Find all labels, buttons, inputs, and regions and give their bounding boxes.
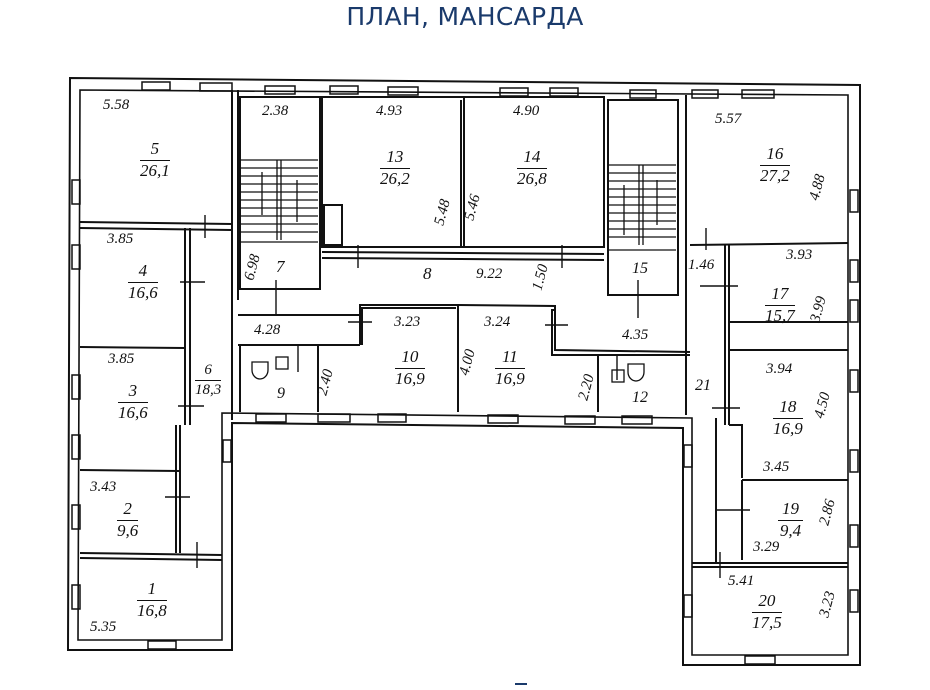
dim-corr21-width: 1.46	[688, 257, 715, 273]
dim-r2-width: 3.43	[90, 479, 117, 495]
dim-r5-width: 5.58	[103, 97, 130, 113]
room-15-label: 15	[632, 260, 648, 277]
dim-r18-width: 3.94	[766, 361, 793, 377]
dim-r17-width: 3.93	[786, 247, 813, 263]
dim-r10-width: 3.23	[394, 314, 421, 330]
dim-r20-width: 5.41	[728, 573, 755, 589]
dim-r3-width: 3.85	[108, 351, 135, 367]
room-21-label: 21	[695, 377, 711, 394]
room-9-label: 9	[277, 385, 285, 402]
dim-r1-width: 5.35	[90, 619, 117, 635]
dim-r16-width: 5.57	[715, 111, 742, 127]
room-12-label: 12	[632, 389, 648, 406]
plan-title: ПЛАН, МАНСАРДА	[346, 2, 584, 31]
room-8-label: 8	[423, 264, 432, 283]
partial-caption-mark	[515, 683, 527, 688]
dim-r11-width: 3.24	[484, 314, 511, 330]
dim-hall-right: 4.35	[622, 327, 649, 343]
dim-hall-left: 4.28	[254, 322, 281, 338]
dim-r4-width: 3.85	[107, 231, 134, 247]
dim-r19-width: 3.29	[753, 539, 780, 555]
room-7-label: 7	[276, 257, 285, 276]
dim-r18-bottom: 3.45	[763, 459, 790, 475]
dim-corridor8-len: 9.22	[476, 266, 503, 282]
dim-r14-width: 4.90	[513, 103, 540, 119]
dim-r7-top: 2.38	[262, 103, 289, 119]
dim-r13-width: 4.93	[376, 103, 403, 119]
